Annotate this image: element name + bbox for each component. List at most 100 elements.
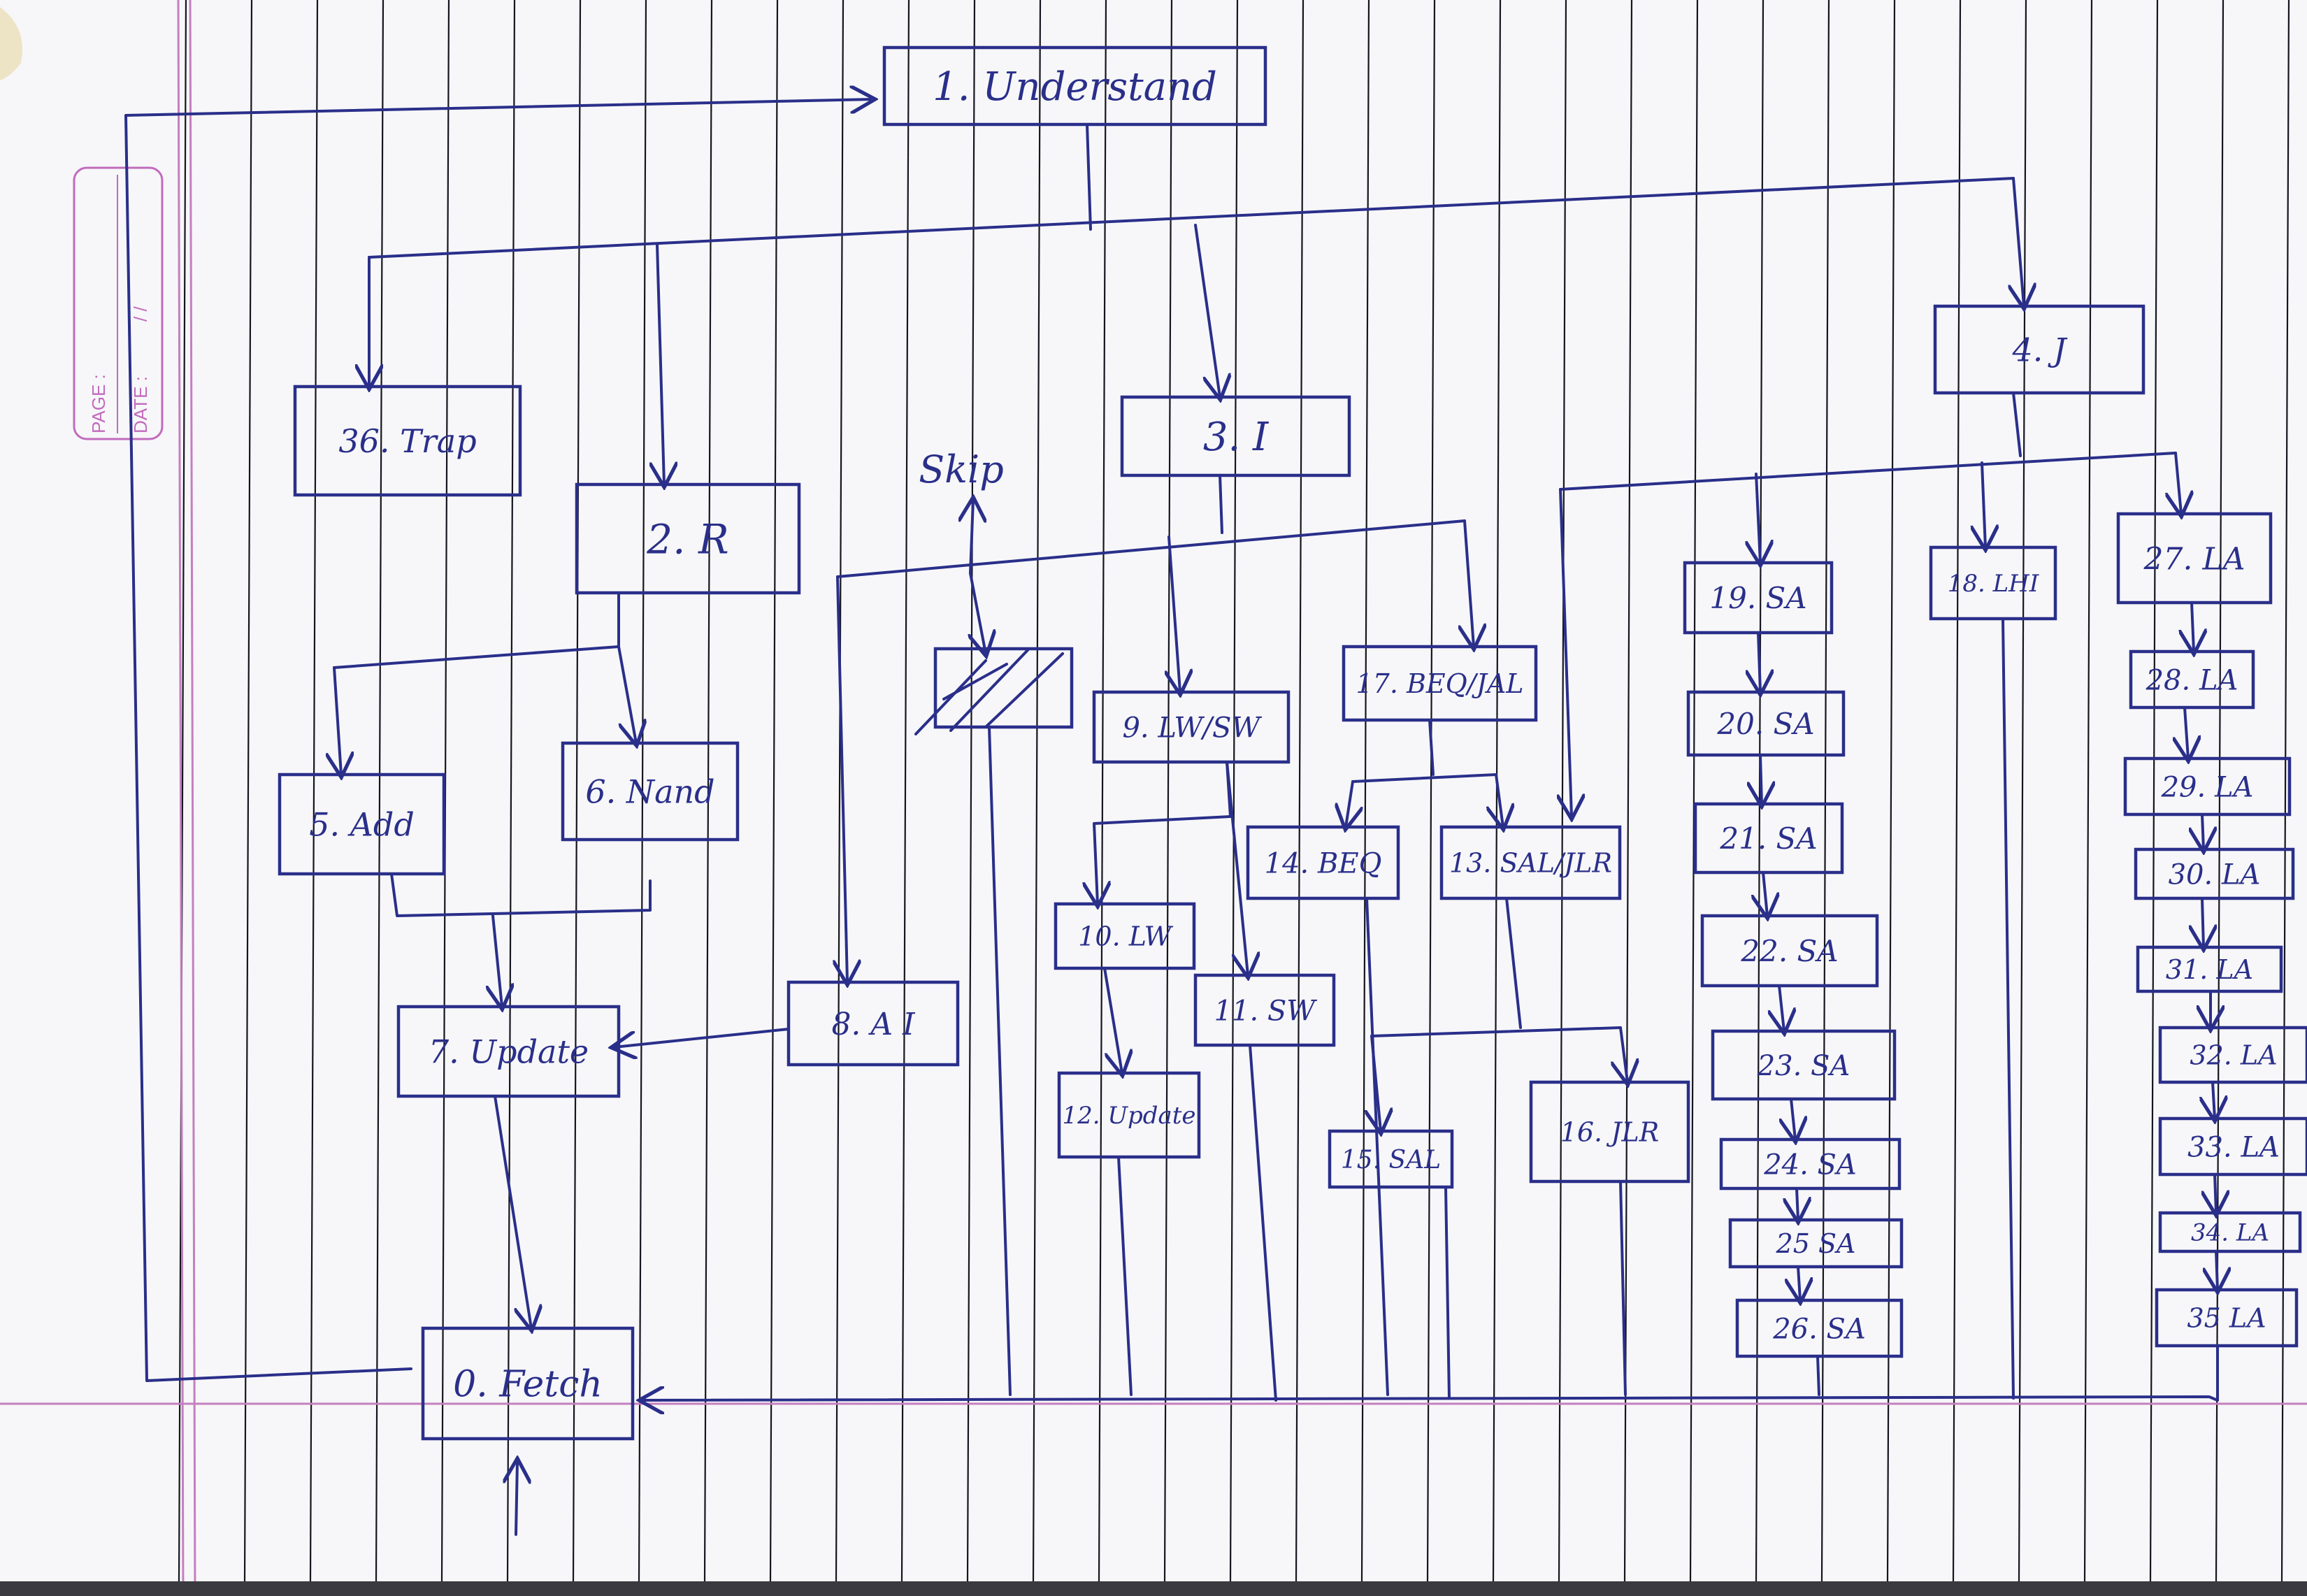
j-stem (2012, 391, 2022, 457)
node-box (882, 45, 1267, 127)
to-ai-arrow (838, 575, 847, 982)
node-update12: 12. Update (1057, 1071, 1201, 1159)
node-sa24: 24. SA (1719, 1137, 1902, 1191)
node-label: 21. SA (1719, 821, 1817, 856)
node-box (421, 1326, 635, 1441)
node-label: 32. LA (2190, 1040, 2277, 1071)
node-trap: 36. Trap (293, 384, 522, 497)
ruled-line (1886, 0, 1896, 1582)
sw-line (1249, 1044, 1277, 1402)
ruled-line (2018, 0, 2027, 1582)
ruled-line (1952, 0, 1962, 1582)
node-lhi: 18. LHI (1929, 545, 2057, 621)
node-label: 7. Update (429, 1033, 589, 1071)
node-label: 1. Understand (933, 64, 1217, 110)
to-jlr-arrow (1620, 1026, 1627, 1082)
node-box (1342, 645, 1538, 722)
to-r-arrow (657, 243, 664, 484)
node-label: 9. LW/SW (1122, 712, 1262, 744)
node-la32: 32. LA (2158, 1026, 2307, 1084)
skip-hatched-box (914, 647, 1074, 735)
beq-line (1365, 897, 1389, 1396)
node-box (1735, 1298, 1904, 1358)
node-jlr: 16. JLR (1529, 1080, 1690, 1184)
to-sal-arrow (1372, 1035, 1381, 1131)
sa23-to-24 (1791, 1098, 1795, 1140)
ruled-line (1032, 0, 1042, 1582)
ruled-line (703, 0, 713, 1582)
sa22-to-23 (1779, 984, 1784, 1031)
node-label: 23. SA (1757, 1050, 1850, 1082)
node-label: 19. SA (1709, 581, 1806, 615)
jlr-line (1619, 1180, 1627, 1396)
node-lwsw: 9. LW/SW (1092, 690, 1291, 764)
to-sw-arrow (1226, 761, 1248, 975)
node-label: 5. Add (309, 806, 415, 844)
sal-line (1444, 1186, 1451, 1400)
ruled-line (572, 0, 582, 1582)
node-label: 31. LA (2166, 954, 2253, 985)
lw-to-update12-arrow (1103, 967, 1122, 1073)
node-label: 12. Update (1062, 1102, 1195, 1130)
fetch-to-understand-arrow (124, 99, 872, 1382)
node-add: 5. Add (278, 772, 446, 876)
ruled-line (1295, 0, 1305, 1582)
ruled-line (1492, 0, 1502, 1582)
node-sa21: 21. SA (1693, 802, 1844, 875)
node-box (1683, 561, 1834, 635)
to-j-arrow (2013, 177, 2024, 306)
margin-line-2 (189, 0, 196, 1596)
r-branch-line (333, 645, 620, 669)
sa19-to-20 (1758, 631, 1760, 692)
beqjal-branch-line (1351, 773, 1497, 783)
ruled-line (1623, 0, 1633, 1582)
page-label: PAGE : (88, 374, 109, 433)
node-label: 6. Nand (585, 773, 714, 811)
ruled-line (375, 0, 384, 1582)
node-box (1054, 902, 1196, 970)
ruled-line (1229, 0, 1239, 1582)
node-box (396, 1005, 621, 1098)
node-ai: 8. A I (786, 980, 960, 1067)
ruled-line (1820, 0, 1830, 1582)
sa24-to-25 (1797, 1187, 1798, 1220)
sa20-to-21 (1760, 754, 1762, 804)
to-sa19-arrow (1756, 473, 1760, 563)
to-la27-arrow (2176, 452, 2181, 514)
node-update7: 7. Update (396, 1005, 621, 1098)
node-box (1057, 1071, 1201, 1159)
ruled-line (506, 0, 516, 1582)
node-understand: 1. Understand (882, 45, 1267, 127)
i-stem (1219, 474, 1223, 534)
to-lw-arrow (1094, 761, 1232, 904)
saljlr-stem (1505, 897, 1522, 1029)
node-beq: 14. BEQ (1246, 825, 1400, 900)
node-sa19: 19. SA (1683, 561, 1834, 635)
node-sa26: 26. SA (1735, 1298, 1904, 1358)
node-label: 28. LA (2146, 664, 2238, 696)
node-sa23: 23. SA (1711, 1029, 1897, 1101)
node-label: 30. LA (2169, 858, 2261, 891)
node-la27: 27. LA (2116, 512, 2273, 605)
beqjal-stem (1428, 719, 1435, 776)
node-label: 11. SW (1214, 995, 1318, 1027)
start-to-fetch-arrow (516, 1461, 517, 1536)
node-label: 4. J (2012, 331, 2069, 369)
date-value: / / (130, 306, 151, 322)
ruled-line (1360, 0, 1370, 1582)
node-label: 25 SA (1776, 1228, 1856, 1259)
node-box (2129, 649, 2255, 710)
ruled-line (243, 0, 253, 1582)
node-j: 4. J (1933, 304, 2146, 395)
ruled-line (966, 0, 976, 1582)
to-lwsw-arrow (1169, 535, 1180, 692)
ruled-line (2280, 0, 2290, 1582)
add-nand-merge (390, 872, 652, 917)
node-box (1193, 973, 1336, 1047)
node-box (1246, 825, 1400, 900)
j-to-saljlr-arrow (1560, 488, 1572, 817)
node-label: 33. LA (2187, 1131, 2280, 1163)
node-box (2136, 945, 2283, 993)
la33-to-34 (2215, 1173, 2216, 1213)
to-add-arrow (334, 666, 341, 775)
